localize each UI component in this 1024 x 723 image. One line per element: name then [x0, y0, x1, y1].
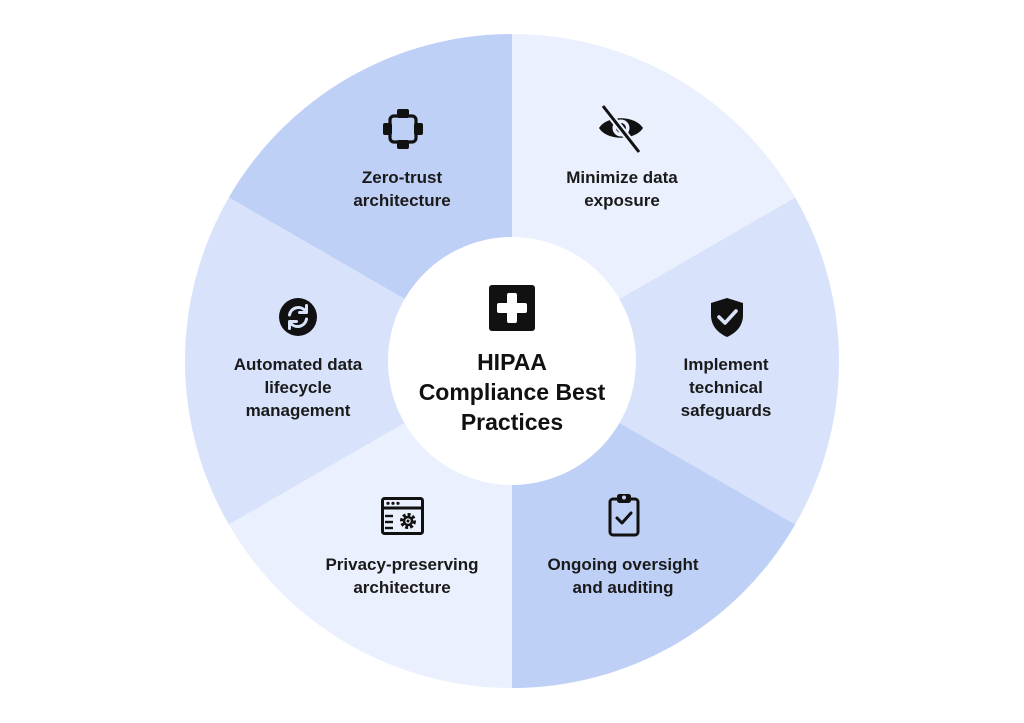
refresh-cycle-icon: [279, 298, 317, 336]
segment-technical-safeguards: [512, 197, 839, 525]
network-nodes-icon: [383, 109, 423, 149]
center-title: HIPAA Compliance Best Practices: [418, 349, 606, 435]
shield-check-icon: [711, 298, 743, 337]
segment-label-data-lifecycle: Automated data lifecycle management: [233, 355, 363, 420]
center-circle: [388, 237, 636, 485]
segment-label-oversight-auditing: Ongoing oversight and auditing: [547, 555, 699, 597]
clipboard-check-icon: [608, 494, 640, 537]
eye-off-icon: [599, 103, 643, 155]
segment-label-minimize-exposure: Minimize data exposure: [566, 168, 678, 210]
segment-data-lifecycle: [185, 197, 512, 525]
segment-label-technical-safeguards: Implement technical safeguards: [680, 355, 772, 420]
medical-cross-icon: [489, 285, 535, 331]
segment-label-zero-trust: Zero-trust architecture: [353, 168, 451, 210]
segment-label-privacy-architecture: Privacy-preserving architecture: [325, 555, 479, 597]
browser-settings-icon: [381, 497, 424, 535]
